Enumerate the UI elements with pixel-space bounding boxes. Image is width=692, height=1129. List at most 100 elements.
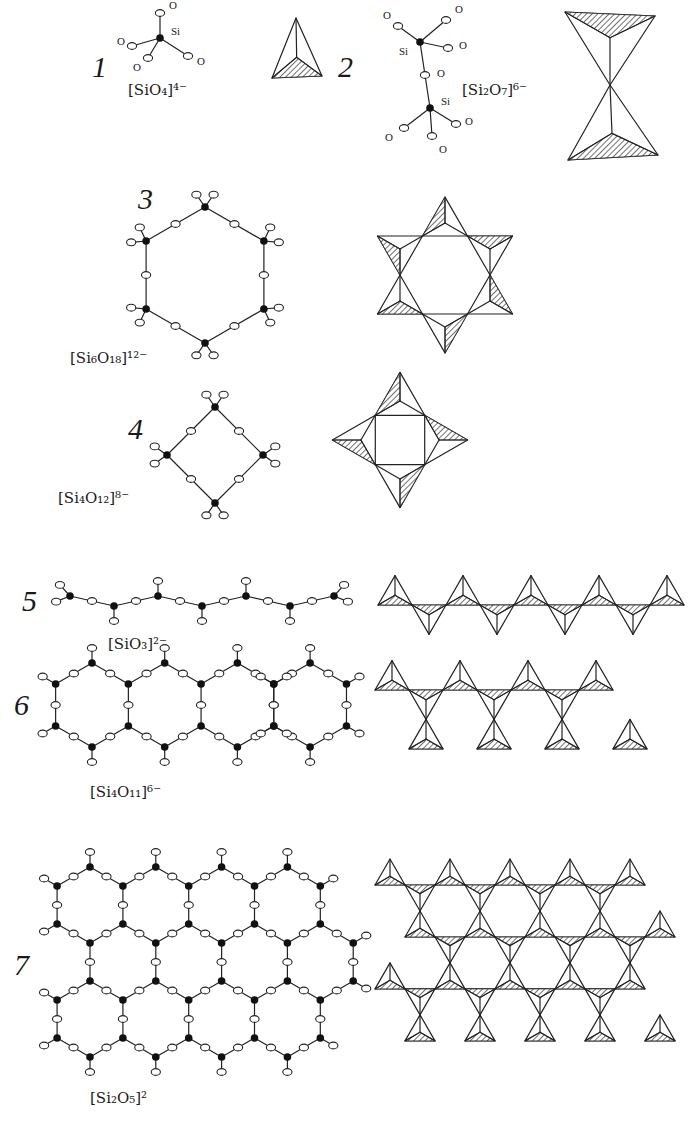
tetrahedron-face bbox=[615, 937, 645, 946]
tetrahedron-edge bbox=[666, 576, 667, 596]
oxygen-atom bbox=[85, 1069, 94, 1076]
oxygen-atom bbox=[233, 1044, 242, 1051]
tetrahedron-edge bbox=[616, 605, 633, 615]
tetrahedron-edge bbox=[435, 980, 450, 989]
silicon-atom bbox=[198, 602, 206, 610]
oxygen-atom bbox=[142, 733, 151, 740]
bond-line bbox=[146, 207, 205, 241]
tetrahedron-face bbox=[446, 595, 480, 605]
tetrahedron-outline bbox=[423, 197, 468, 236]
tetrahedron-face bbox=[555, 937, 585, 946]
tetrahedron-edge bbox=[562, 739, 579, 749]
tetrahedron-edge bbox=[389, 963, 390, 980]
silicon-atom bbox=[270, 722, 278, 730]
tetrahedron-face bbox=[585, 1032, 615, 1041]
tetrahedron-edge bbox=[509, 859, 510, 876]
bond-line bbox=[165, 726, 201, 747]
tetrahedron-edge bbox=[599, 595, 616, 605]
tetrahedron-edge bbox=[599, 911, 600, 928]
oxygen-atom bbox=[217, 849, 226, 856]
tetrahedron-edge bbox=[490, 301, 512, 314]
tetrahedron-edge bbox=[610, 16, 655, 38]
bond-line bbox=[90, 924, 123, 943]
tetrahedron-outline bbox=[545, 719, 579, 749]
atom-label: O bbox=[382, 10, 392, 21]
tetrahedron-outline bbox=[650, 576, 684, 605]
tetrahedron-outline bbox=[412, 605, 446, 634]
tetrahedron-edge bbox=[555, 876, 570, 885]
atom-label: O bbox=[132, 62, 142, 73]
tetrahedron-edge bbox=[610, 85, 612, 133]
oxygen-atom bbox=[192, 191, 201, 198]
bond-line bbox=[274, 663, 310, 684]
tetrahedron-edge bbox=[568, 133, 612, 160]
tetrahedron-edge bbox=[423, 223, 446, 236]
tetrahedron-edge bbox=[420, 989, 435, 998]
tetrahedron-outline bbox=[514, 576, 548, 605]
tetrahedron-face bbox=[495, 937, 525, 946]
oxygen-atom bbox=[151, 1069, 160, 1076]
tetrahedron-face bbox=[465, 928, 495, 937]
tetrahedron-face bbox=[375, 980, 405, 989]
tetrahedron-edge bbox=[435, 937, 450, 946]
oxygen-atom bbox=[106, 733, 115, 740]
bond-line bbox=[201, 726, 237, 747]
tetrahedron-face bbox=[465, 885, 495, 894]
tetrahedron-outline bbox=[375, 963, 405, 989]
tetrahedron-edge bbox=[569, 963, 570, 980]
bond-line bbox=[57, 924, 90, 943]
tetrahedron-edge bbox=[545, 739, 562, 749]
tetrahedron-edge bbox=[598, 576, 599, 596]
tetrahedron-edge bbox=[650, 595, 667, 605]
silicon-atom bbox=[284, 939, 292, 947]
silicon-atom bbox=[185, 920, 193, 928]
tetrahedron-edge bbox=[479, 894, 480, 911]
silicon-atom bbox=[119, 1034, 127, 1042]
tetrahedron-edge bbox=[600, 928, 615, 937]
tetrahedron-edge bbox=[659, 911, 660, 928]
oxygen-atom bbox=[283, 1069, 292, 1076]
tetrahedron-outline bbox=[525, 885, 555, 911]
oxygen-atom bbox=[343, 598, 352, 605]
tetrahedron-edge bbox=[460, 680, 477, 690]
tetrahedron-edge bbox=[565, 12, 610, 38]
tetrahedron-outline bbox=[585, 989, 615, 1015]
tetrahedron-face bbox=[525, 885, 555, 894]
silicon-atom bbox=[317, 1034, 325, 1042]
oxygen-atom bbox=[355, 673, 364, 680]
oxygen-atom bbox=[443, 45, 452, 52]
silicon-atom bbox=[154, 592, 162, 600]
tetrahedron-edge bbox=[494, 739, 511, 749]
silicon-atom bbox=[416, 38, 424, 46]
silicon-atom bbox=[197, 722, 205, 730]
oxygen-atom bbox=[266, 987, 275, 994]
silicon-atom bbox=[251, 920, 259, 928]
tetrahedron-outline bbox=[645, 911, 675, 937]
tetrahedron-edge bbox=[425, 700, 426, 720]
tetrahedron-edge bbox=[564, 615, 565, 635]
silicon-atom bbox=[197, 680, 205, 688]
bond-line bbox=[156, 981, 189, 1000]
atom-label: O bbox=[464, 116, 474, 127]
tetrahedron-edge bbox=[399, 249, 400, 275]
bond-line bbox=[202, 596, 246, 606]
silicon-atom bbox=[251, 1034, 259, 1042]
tetrahedron-edge bbox=[399, 479, 400, 508]
tetrahedron-edge bbox=[468, 301, 490, 314]
tetrahedron-edge bbox=[615, 937, 630, 946]
oxygen-atom bbox=[283, 959, 292, 966]
oxygen-atom bbox=[102, 987, 111, 994]
atom-label: O bbox=[196, 56, 206, 67]
tetrahedron-edge bbox=[375, 876, 390, 885]
tetrahedron-edge bbox=[405, 989, 420, 998]
oxygen-atom bbox=[266, 873, 275, 880]
bond-line bbox=[205, 207, 264, 241]
oxygen-atom bbox=[142, 670, 151, 677]
tetrahedron-edge bbox=[378, 595, 395, 605]
tetrahedron-outline bbox=[375, 859, 405, 885]
tetrahedron-edge bbox=[425, 440, 439, 465]
bond-line bbox=[167, 455, 215, 503]
tetrahedron-edge bbox=[297, 57, 322, 76]
tetrahedron-face bbox=[568, 133, 658, 160]
tetrahedron-edge bbox=[420, 928, 435, 937]
